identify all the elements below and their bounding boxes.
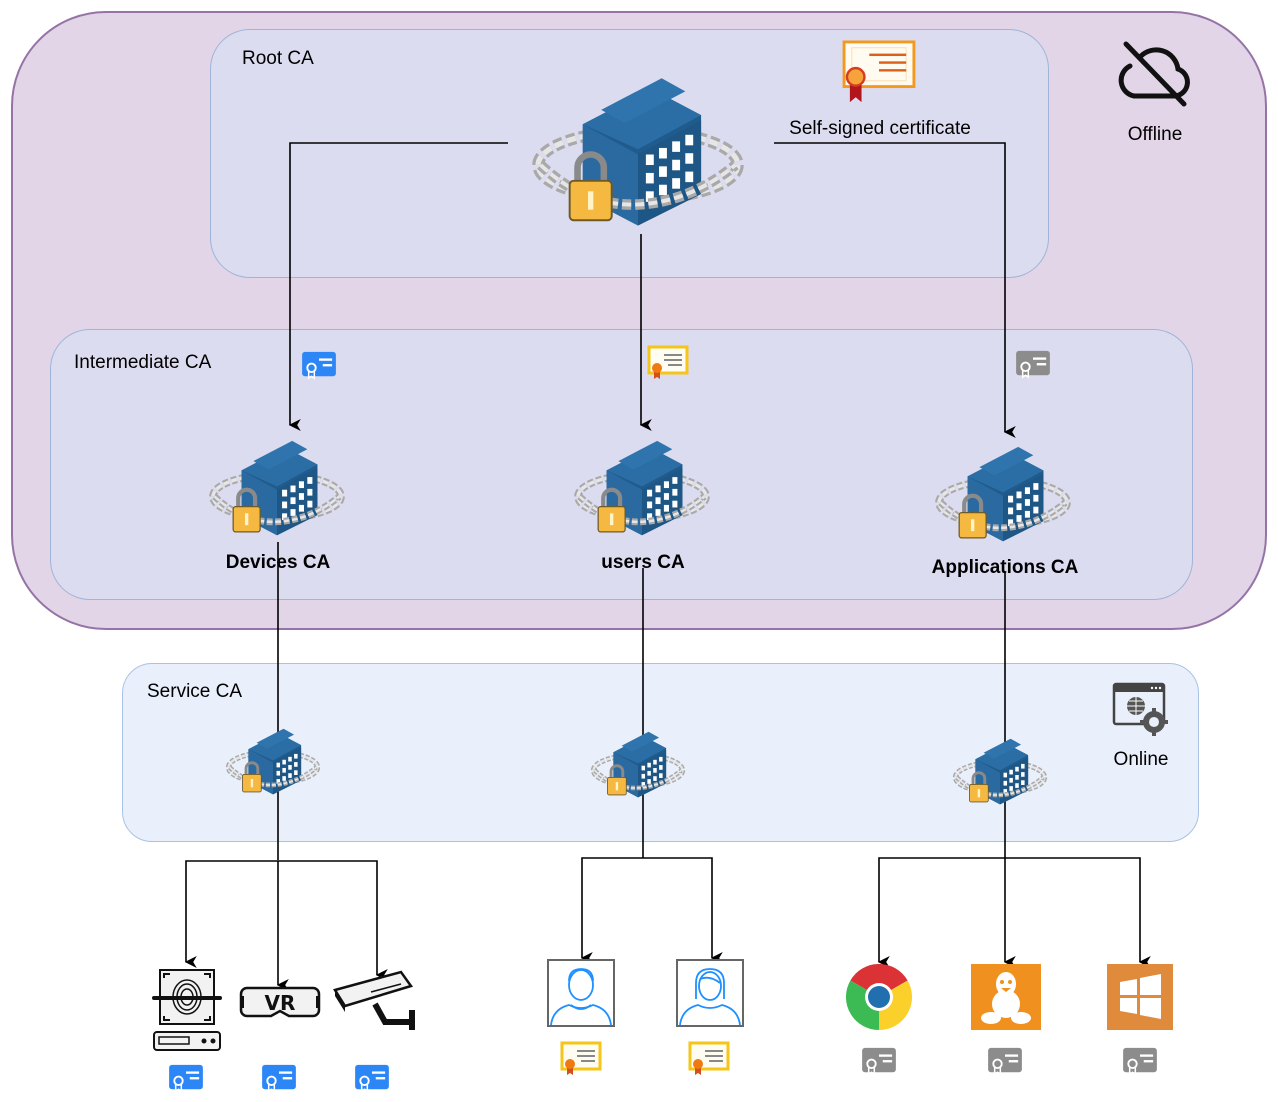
connector-device-camera [278,860,388,981]
users-ca-node[interactable] [557,424,727,542]
certificate-blue-icon [353,1063,391,1093]
secure-building-icon [918,430,1088,548]
chrome-icon[interactable] [845,963,913,1030]
connector-app-windows [1005,857,1151,968]
male-user-icon[interactable] [547,959,615,1027]
self-signed-certificate-label: Self-signed certificate [789,118,971,139]
applications-ca-node[interactable] [918,430,1088,548]
connector-user-female [643,857,723,964]
female-user-icon[interactable] [676,959,744,1027]
intermediate-ca-label: Intermediate CA [74,352,212,373]
certificate-yellow-icon [687,1040,731,1076]
certificate-orange-icon [842,40,916,106]
web-settings-icon [1112,682,1170,738]
connector-user-male [580,857,643,964]
devices-ca-node[interactable] [192,424,362,542]
certificate-gray-icon [860,1046,898,1076]
certificate-gray-icon [1121,1046,1159,1076]
root-ca-node[interactable] [503,52,773,236]
secure-building-icon [557,424,727,542]
secure-building-icon [942,727,1058,809]
secure-building-icon [215,717,331,799]
certificate-gray-icon [986,1046,1024,1076]
certificate-gray-icon [1014,349,1052,379]
online-label: Online [1113,749,1169,770]
cloud-off-icon [1112,40,1196,108]
windows-icon[interactable] [1107,964,1173,1030]
users-service-ca-node[interactable] [580,720,696,802]
linux-icon[interactable] [971,964,1041,1030]
devices-service-ca-node[interactable] [215,717,331,799]
users-ca-label: users CA [601,552,685,573]
root-ca-label: Root CA [242,48,314,69]
secure-building-icon [503,52,773,236]
secure-building-icon [192,424,362,542]
offline-label: Offline [1127,124,1183,145]
connector-app-chrome [877,857,1005,968]
vr-text: VR [265,991,296,1015]
certificate-yellow-icon [559,1040,603,1076]
connector-device-fingerprint [184,860,278,968]
vr-headset-icon[interactable]: VR [239,984,321,1020]
applications-service-ca-node[interactable] [942,727,1058,809]
fingerprint-scanner-icon[interactable] [152,968,222,1054]
certificate-blue-icon [167,1063,205,1093]
devices-ca-label: Devices CA [225,552,331,573]
secure-building-icon [580,720,696,802]
certificate-blue-icon [300,350,338,380]
certificate-blue-icon [260,1063,298,1093]
service-ca-label: Service CA [147,681,243,702]
security-camera-icon[interactable] [331,970,417,1032]
certificate-yellow-icon [646,344,690,380]
applications-ca-label: Applications CA [931,557,1079,578]
